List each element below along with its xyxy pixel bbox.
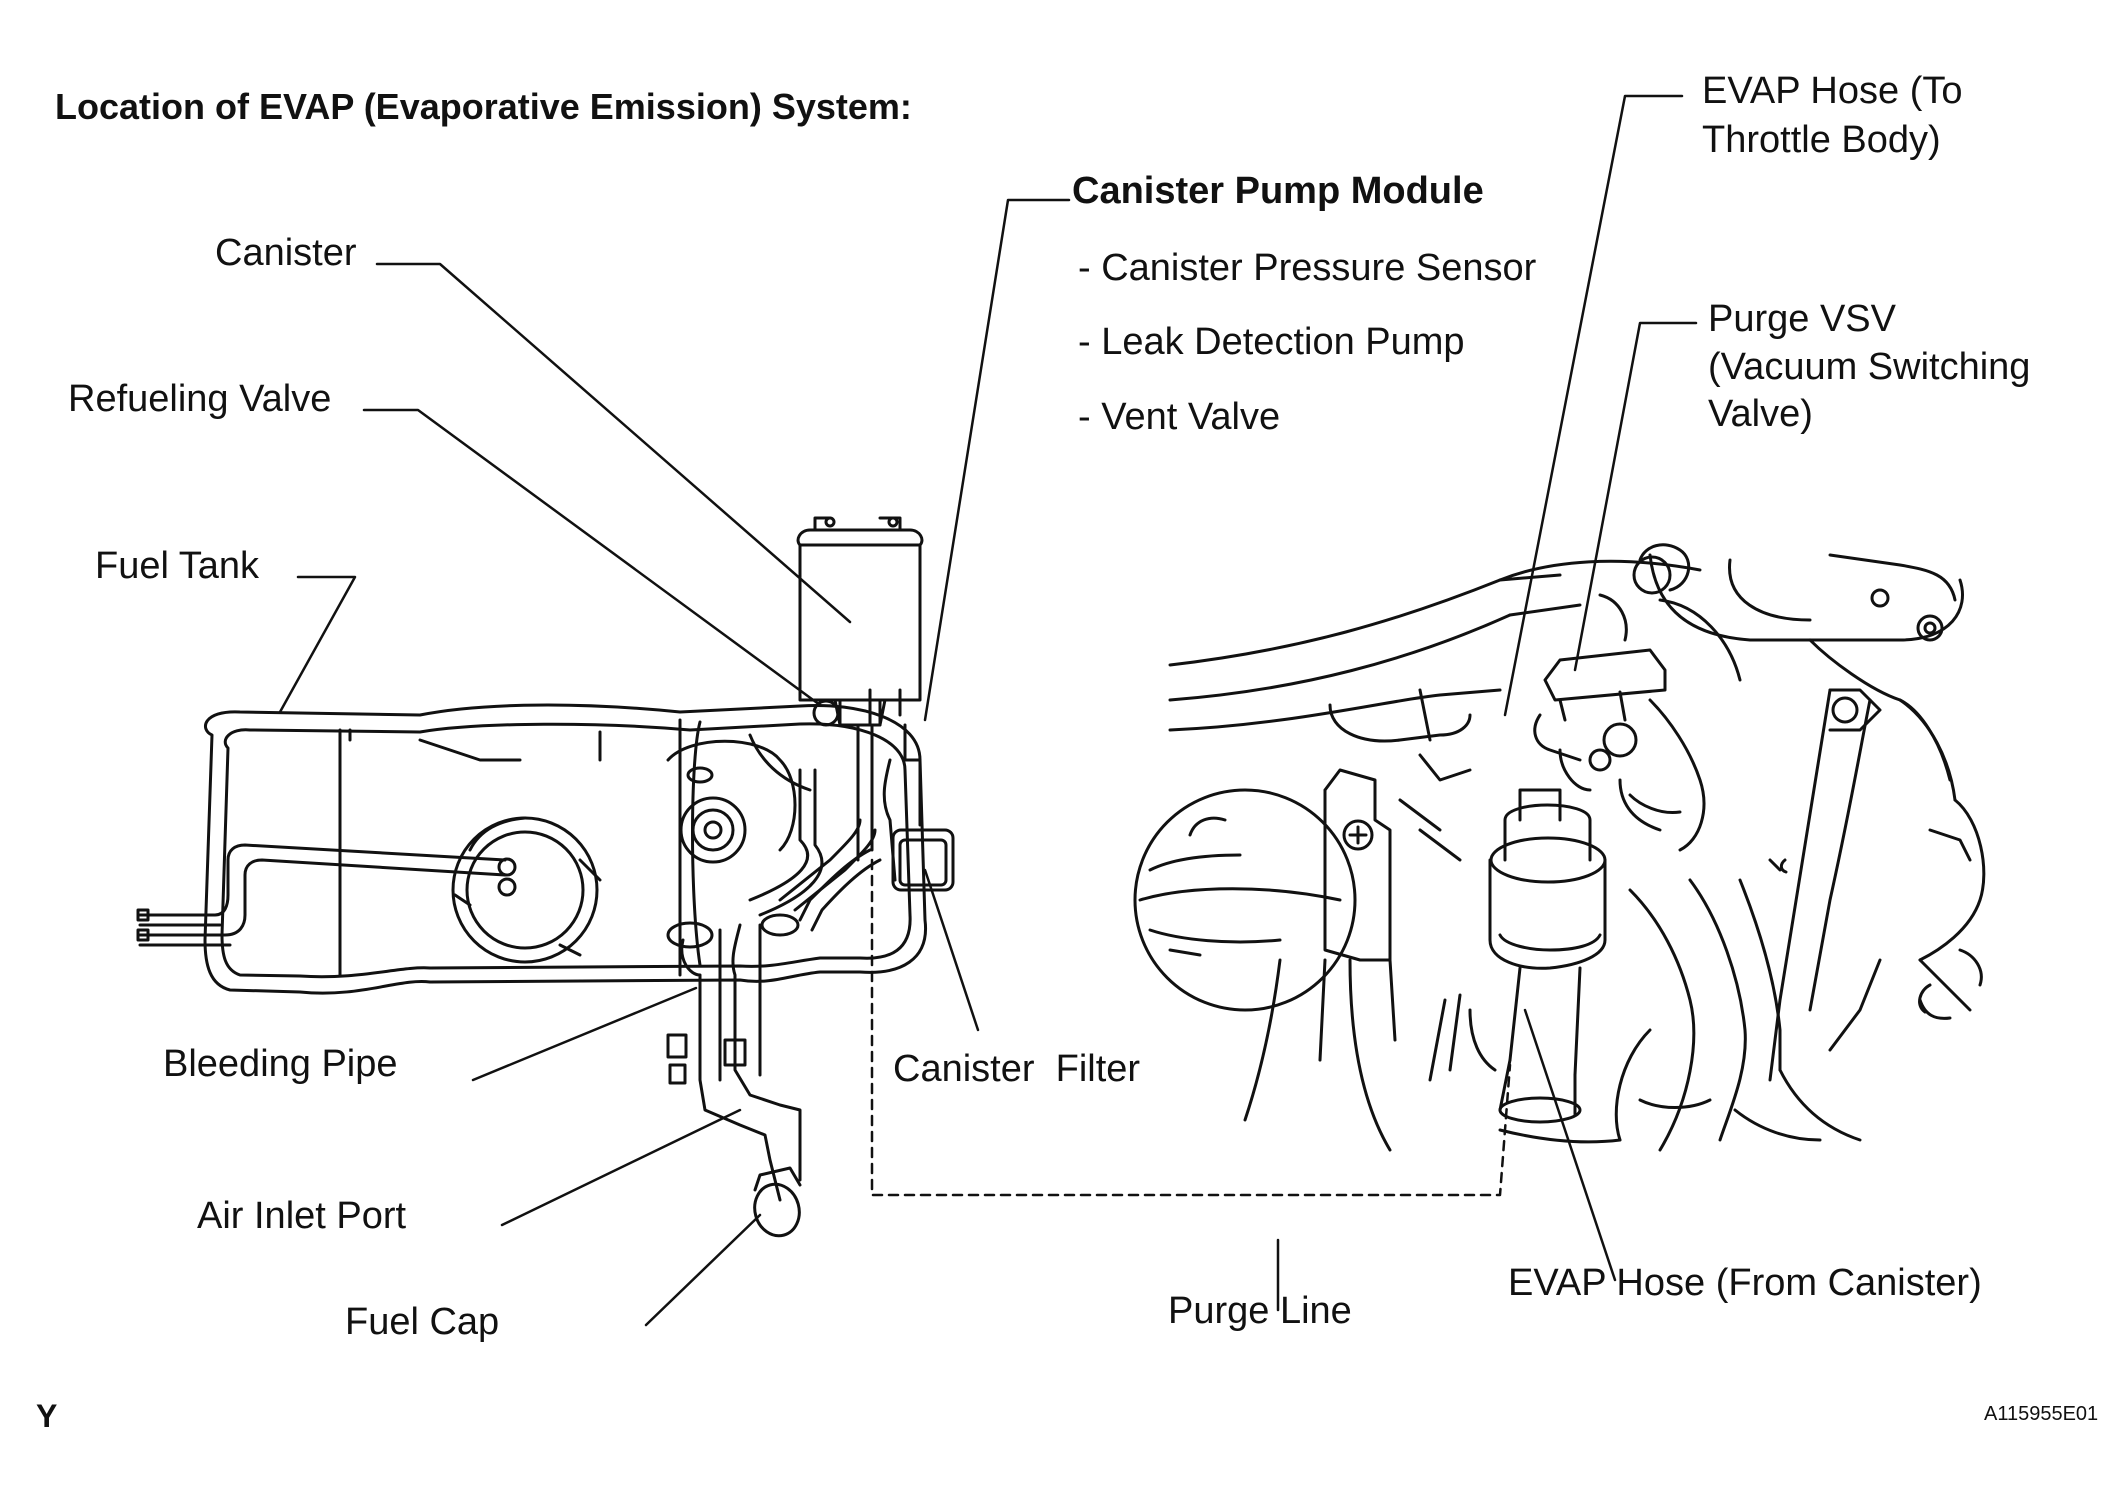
label-purge-vsv-2: (Vacuum Switching [1708, 346, 2031, 388]
figure-id: A115955E01 [1984, 1403, 2099, 1425]
label-canister-filter: Canister Filter [893, 1048, 1141, 1090]
label-purge-vsv-3: Valve) [1708, 393, 1813, 435]
engine-bay-drawing [1133, 543, 1986, 1152]
label-bleeding-pipe: Bleeding Pipe [163, 1043, 398, 1085]
label-fuel-cap: Fuel Cap [345, 1301, 500, 1343]
leader-lines [278, 94, 1698, 1327]
label-canister: Canister [215, 232, 357, 274]
label-purge-vsv-1: Purge VSV [1708, 298, 1896, 340]
label-evap-hose-to-throttle-1: EVAP Hose (To [1702, 70, 1963, 112]
label-evap-hose-from-canister: EVAP Hose (From Canister) [1508, 1262, 1982, 1304]
purge-line-dashed [870, 858, 1512, 1197]
label-vent-valve: - Vent Valve [1078, 396, 1281, 438]
label-evap-hose-to-throttle-2: Throttle Body) [1702, 119, 1941, 161]
label-fuel-tank: Fuel Tank [95, 545, 260, 587]
fuel-tank-drawing [136, 516, 955, 1238]
label-refueling-valve: Refueling Valve [68, 378, 332, 420]
diagram-title: Location of EVAP (Evaporative Emission) … [55, 86, 912, 127]
label-air-inlet-port: Air Inlet Port [197, 1195, 407, 1237]
label-leak-detection-pump: - Leak Detection Pump [1078, 321, 1465, 363]
corner-mark: Y [36, 1398, 58, 1434]
label-purge-line: Purge Line [1168, 1290, 1352, 1332]
label-canister-pressure-sensor: - Canister Pressure Sensor [1078, 247, 1537, 289]
label-canister-pump-module: Canister Pump Module [1072, 170, 1484, 212]
